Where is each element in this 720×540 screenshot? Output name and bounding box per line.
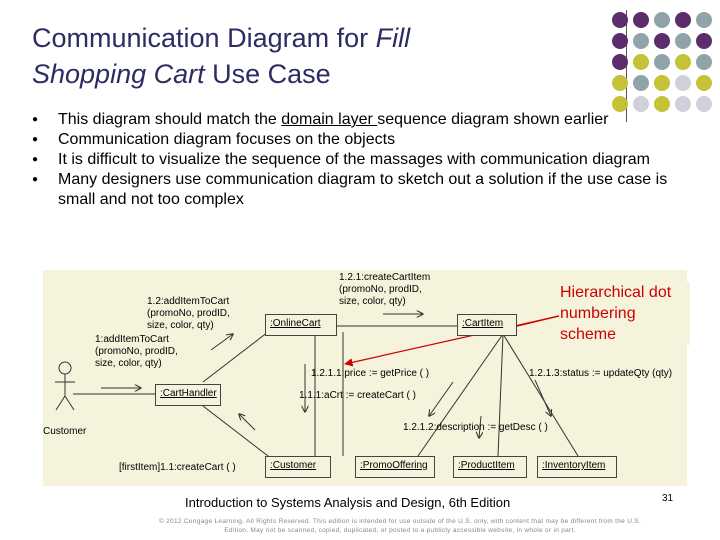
callout-text: Hierarchical dot numbering scheme (560, 282, 690, 345)
decorative-dot (612, 75, 628, 91)
object-promo-offering: :PromoOffering (355, 456, 435, 478)
decorative-dot (696, 54, 712, 70)
message-label: 1.2.1.2:description := getDesc ( ) (403, 422, 548, 433)
actor-icon (55, 361, 75, 411)
object-inventory-item: :InventoryItem (537, 456, 617, 478)
decorative-dot (633, 33, 649, 49)
message-label: 1:addItemToCart (promoNo, prodID, size, … (95, 334, 178, 369)
decorative-dot (654, 33, 670, 49)
decorative-dot (654, 54, 670, 70)
bullet-item: This diagram should match the domain lay… (30, 110, 690, 130)
object-product-item: :ProductItem (453, 456, 527, 478)
decorative-dot (696, 75, 712, 91)
actor-label: Customer (43, 426, 87, 437)
bullet-item: Communication diagram focuses on the obj… (30, 130, 690, 150)
object-cart-handler: :CartHandler (155, 384, 221, 406)
decorative-dot (633, 75, 649, 91)
footer-text: Introduction to Systems Analysis and Des… (185, 495, 511, 510)
message-label: 1.2.1:createCartItem (promoNo, prodID, s… (339, 272, 431, 307)
slide-title: Communication Diagram for Fill Shopping … (32, 23, 411, 89)
message-label: 1.2.1.3:status := updateQty (qty) (529, 368, 673, 379)
message-label: 1.1.1:aCrt := createCart ( ) (299, 390, 416, 401)
decorative-dot (675, 96, 691, 112)
decorative-dot (612, 54, 628, 70)
copyright-notice: © 2012 Cengage Learning. All Rights Rese… (158, 518, 642, 534)
decorative-dot (675, 33, 691, 49)
decorative-dot (675, 75, 691, 91)
decorative-dot (654, 12, 670, 28)
decorative-dot (633, 96, 649, 112)
bullet-item: Many designers use communication diagram… (30, 170, 690, 210)
decorative-dot (612, 12, 628, 28)
message-label: 1.2.1.1:price := getPrice ( ) (311, 368, 430, 379)
page-number: 31 (662, 493, 674, 504)
decorative-dot (696, 96, 712, 112)
object-online-cart: :OnlineCart (265, 314, 337, 336)
diagram-connectors (55, 270, 579, 457)
message-label: [firstItem]1.1:createCart ( ) (119, 462, 236, 473)
decorative-dot (612, 96, 628, 112)
decorative-dot (633, 12, 649, 28)
bullet-item: It is difficult to visualize the sequenc… (30, 150, 690, 170)
bullet-list: This diagram should match the domain lay… (30, 110, 690, 210)
decorative-dot (696, 33, 712, 49)
message-label: 1.2:addItemToCart (promoNo, prodID, size… (147, 296, 230, 331)
decorative-dot (675, 12, 691, 28)
decorative-dot (633, 54, 649, 70)
object-customer: :Customer (265, 456, 331, 478)
decorative-dot (612, 33, 628, 49)
callout-arrows (344, 315, 560, 367)
decorative-dot (675, 54, 691, 70)
decorative-dot (654, 75, 670, 91)
decorative-dot (696, 12, 712, 28)
decorative-dot (654, 96, 670, 112)
object-cart-item: :CartItem (457, 314, 517, 336)
decorative-dot-grid (612, 12, 712, 112)
